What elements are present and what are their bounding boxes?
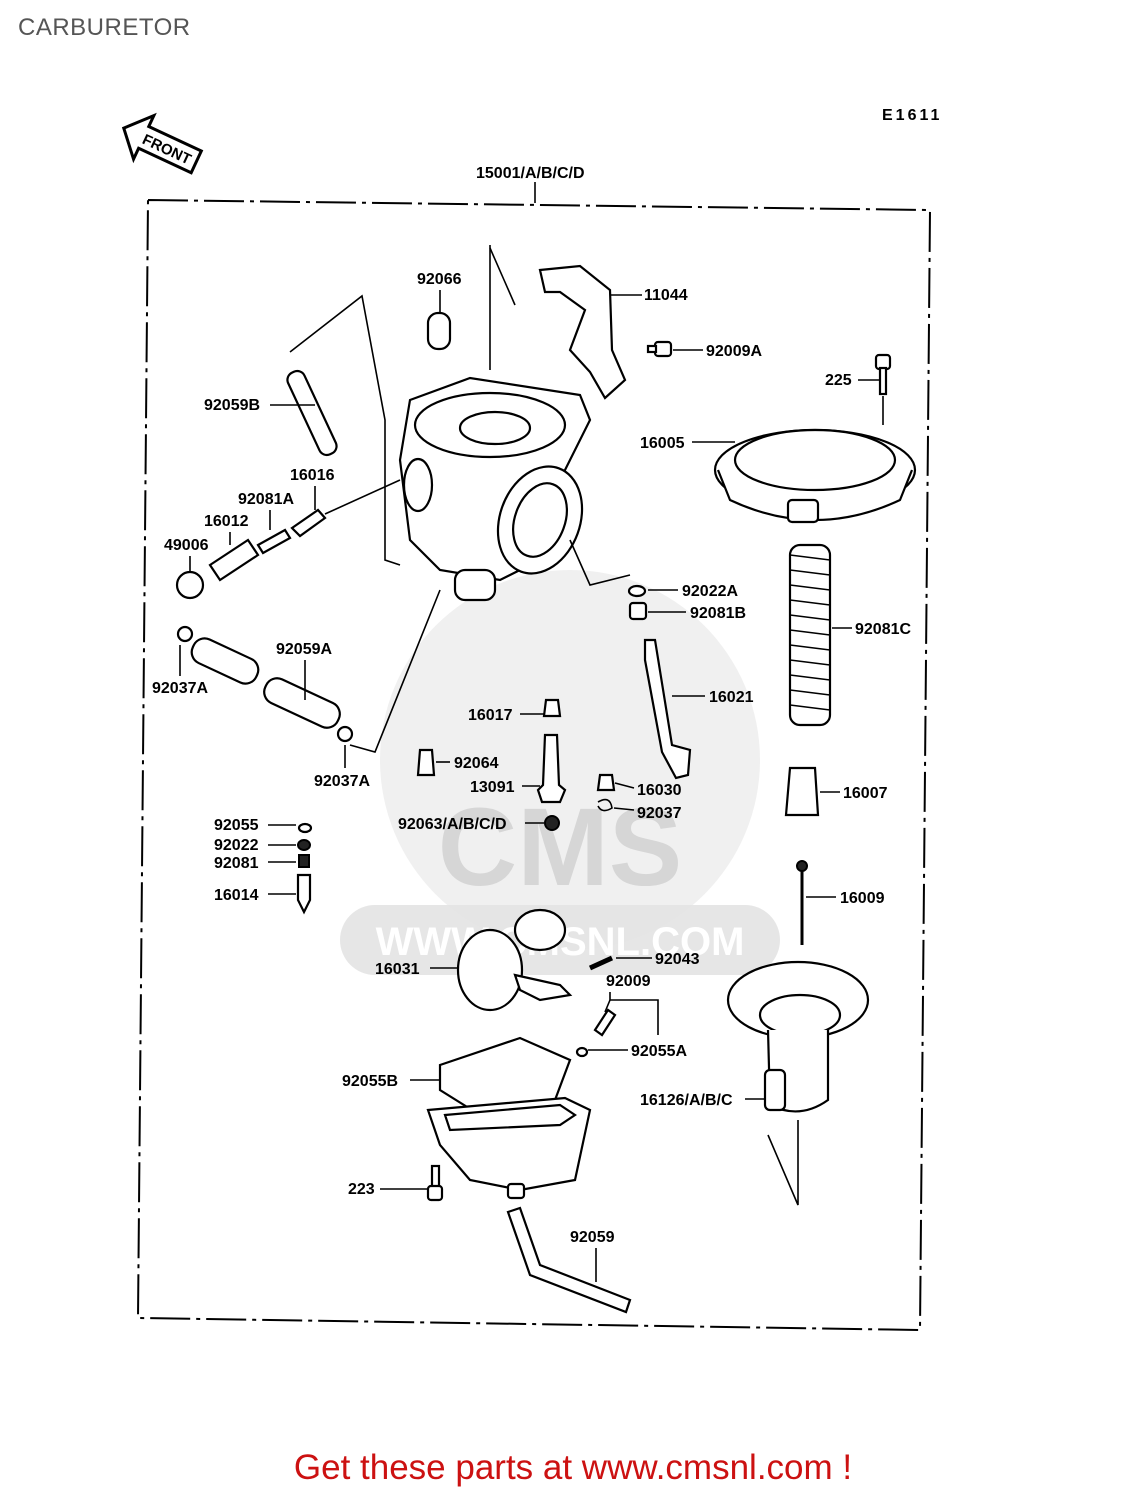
jet-16030 — [596, 773, 616, 792]
diagram-code: E1611 — [882, 107, 942, 124]
label-16005: 16005 — [640, 435, 685, 452]
label-92009: 92009 — [606, 973, 651, 990]
hose-92059b — [286, 369, 338, 457]
label-16012: 16012 — [204, 513, 249, 530]
washer-92022a — [627, 584, 647, 598]
screw-225 — [874, 353, 892, 396]
jet-holder-13091 — [536, 733, 567, 804]
label-92059a: 92059A — [276, 641, 332, 658]
carburetor-body — [398, 376, 592, 602]
hose-92059a-lower — [263, 677, 341, 729]
clip-92037 — [597, 798, 613, 812]
clamp-92037a-right — [336, 725, 354, 743]
label-16031: 16031 — [375, 961, 420, 978]
page-title: CARBURETOR — [18, 14, 191, 41]
label-92066: 92066 — [417, 271, 462, 288]
front-arrow-icon: FRONT — [121, 112, 204, 175]
float-bowl — [426, 1096, 592, 1200]
label-223: 223 — [348, 1181, 375, 1198]
label-11044: 11044 — [644, 287, 688, 304]
needle-jet-16021 — [643, 638, 692, 780]
label-92037a-left: 92037A — [152, 680, 208, 697]
label-16009: 16009 — [840, 890, 885, 907]
spring-92081 — [298, 854, 310, 868]
label-92022: 92022 — [214, 837, 259, 854]
washer-92022 — [297, 839, 311, 851]
assembly-label: 15001/A/B/C/D — [476, 165, 585, 182]
label-16016: 16016 — [290, 467, 335, 484]
label-16017: 16017 — [468, 707, 513, 724]
o-ring-92055 — [297, 822, 313, 834]
screw-16014 — [296, 873, 312, 915]
label-92081: 92081 — [214, 855, 259, 872]
screw-92064 — [416, 748, 436, 777]
spring-92081b — [628, 601, 648, 621]
screw-92009a — [646, 340, 673, 358]
label-16021: 16021 — [709, 689, 754, 706]
screw-223 — [426, 1164, 444, 1202]
cap-92066 — [426, 311, 452, 351]
top-cover-16005 — [713, 428, 917, 524]
plunger-16012 — [208, 538, 260, 582]
jet-16017 — [542, 698, 562, 718]
label-92081a: 92081A — [238, 491, 294, 508]
label-13091: 13091 — [470, 779, 515, 796]
label-16126: 16126/A/B/C — [640, 1092, 733, 1109]
label-49006: 49006 — [164, 537, 209, 554]
vacuum-piston-16126 — [726, 960, 870, 1113]
float-16031 — [456, 908, 573, 1012]
clamp-92037a-left — [176, 625, 194, 643]
throttle-bracket — [538, 264, 627, 400]
spring-92081a — [256, 528, 292, 555]
cta-footer-link[interactable]: Get these parts at www.cmsnl.com ! — [293, 1448, 853, 1487]
label-16030: 16030 — [637, 782, 682, 799]
label-92081c: 92081C — [855, 621, 911, 638]
label-92064: 92064 — [454, 755, 499, 772]
label-92022a: 92022A — [682, 583, 738, 600]
label-92055a: 92055A — [631, 1043, 687, 1060]
cap-49006 — [175, 570, 205, 600]
label-225: 225 — [825, 372, 852, 389]
pin-92043 — [588, 955, 614, 971]
label-16014: 16014 — [214, 887, 259, 904]
label-92055: 92055 — [214, 817, 259, 834]
screw-16016 — [290, 508, 327, 538]
label-92063: 92063/A/B/C/D — [398, 816, 507, 833]
spring-92081c — [788, 543, 832, 727]
label-92043: 92043 — [655, 951, 700, 968]
watermark: CMS WWW.CMSNL.COM — [340, 570, 780, 975]
label-92055b: 92055B — [342, 1073, 398, 1090]
assembly-outline — [136, 198, 932, 1332]
o-ring-92055a — [575, 1046, 589, 1058]
label-16007: 16007 — [843, 785, 888, 802]
screw-92009 — [593, 1008, 617, 1037]
watermark-brand: CMS — [438, 786, 682, 909]
carburetor-exploded-diagram: CMS WWW.CMSNL.COM E1611 FRONT 15001/A/B/… — [121, 107, 942, 1332]
main-jet-92063 — [544, 815, 560, 831]
holder-16007 — [784, 766, 820, 817]
label-92059b: 92059B — [204, 397, 260, 414]
jet-needle-16009 — [796, 860, 808, 872]
drain-hose-92059 — [506, 1206, 632, 1314]
label-92081b: 92081B — [690, 605, 746, 622]
label-92037a-right: 92037A — [314, 773, 370, 790]
label-92059: 92059 — [570, 1229, 615, 1246]
label-92037: 92037 — [637, 805, 682, 822]
hose-92059a-upper — [190, 637, 260, 685]
label-92009a: 92009A — [706, 343, 762, 360]
